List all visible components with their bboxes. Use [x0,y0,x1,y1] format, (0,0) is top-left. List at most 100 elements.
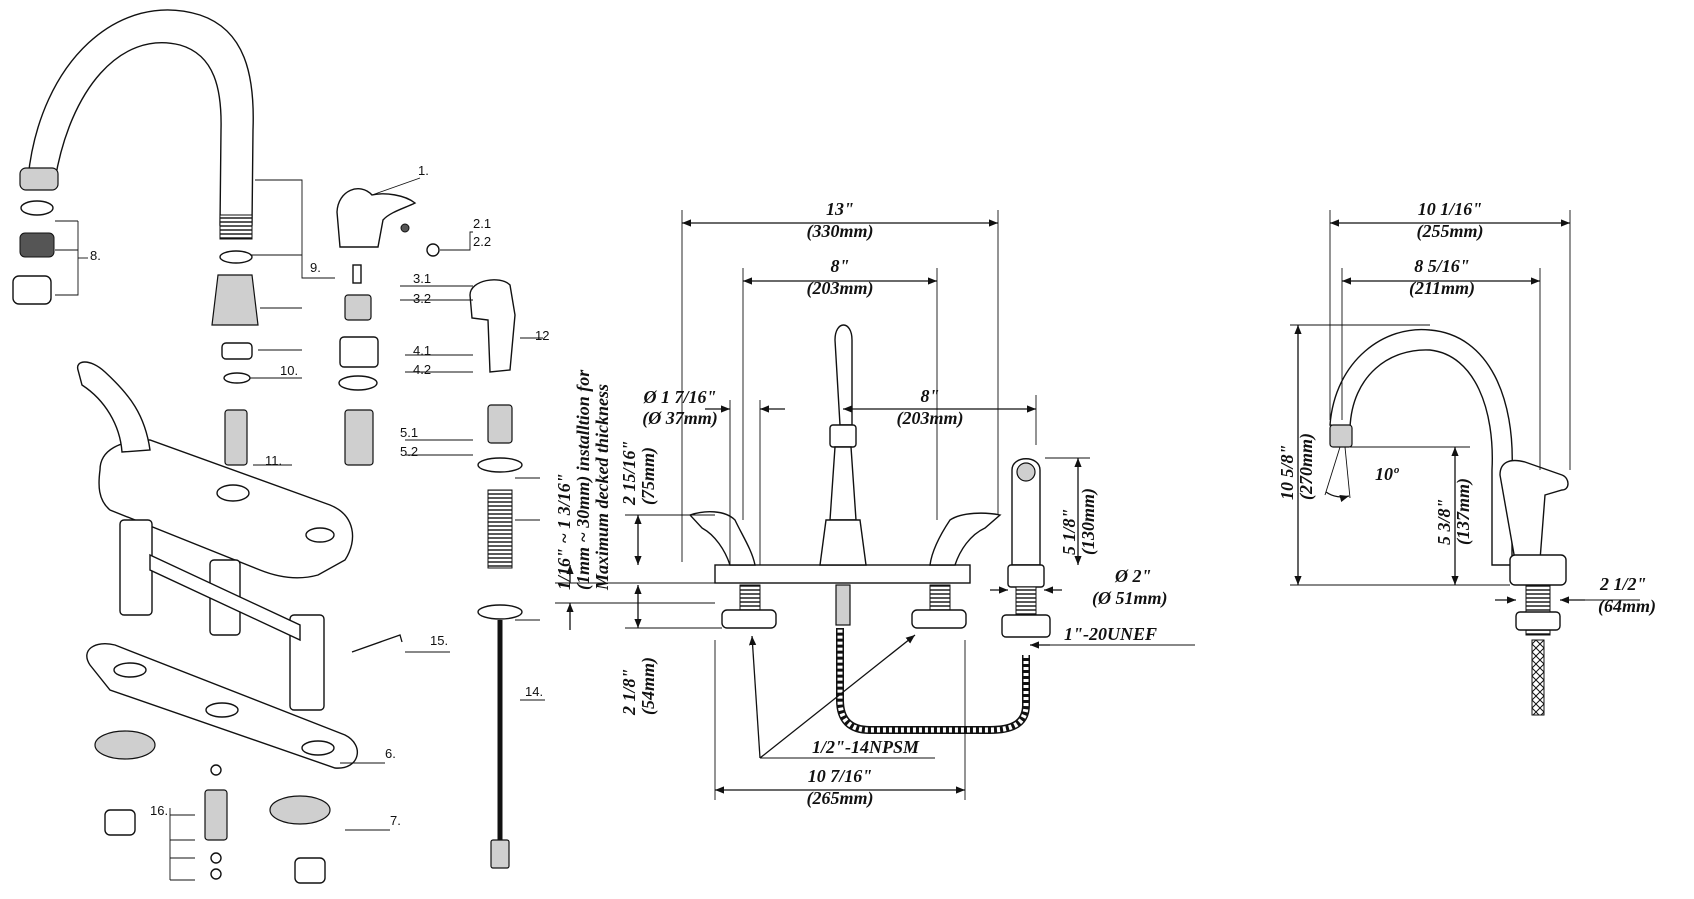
side-elevation-view: 10 1/16" (255mm) 8 5/16" (211mm) 10 5/8"… [1277,199,1656,716]
dim-shank-mm: (54mm) [638,657,659,715]
spout-o-ring [219,250,253,264]
front-dimension-lines [555,210,1195,800]
cartridge-part [344,409,374,466]
hose-washer [477,457,523,473]
deck-note-range-mm: (1mm ~ 30mm) installtion for [573,369,594,590]
callout-15: 15. [430,633,448,648]
hose-fitting [204,789,228,841]
front-handle-right [929,512,1002,566]
callout-4-2: 4.2 [413,362,431,377]
dim-overall-width-in: 13" [826,199,854,219]
front-sprayer-nut [1001,614,1051,638]
front-sprayer-base [1007,564,1045,588]
callout-6: 6. [385,746,396,761]
spout-collar [211,274,259,326]
diverter-part [224,409,248,466]
plate-hole-right [301,740,335,756]
side-dim-height-mm: (270mm) [1296,433,1317,500]
callout-2-1: 2.1 [473,216,491,231]
valve-body [119,519,325,711]
dim-spray-height-mm: (130mm) [1078,488,1099,555]
dim-handle-height-mm: (75mm) [638,447,659,505]
dim-hole-mm: (Ø 37mm) [642,408,718,429]
callout-leaders [55,177,545,881]
hose-top-fitting [487,404,513,444]
callout-7: 7. [390,813,401,828]
deck-note-max: Maximum decked thickness [592,384,612,591]
spout-part [27,9,254,226]
sprayer-head [469,279,516,373]
bonnet-nut [339,336,379,368]
exploded-view: 1. 2.1 2.2 3.1 3.2 4.1 4.2 5.1 5.2 6. 7.… [12,9,549,884]
spout-nut [221,342,253,360]
plate-hole-center [205,702,239,718]
coupling-nut-left [104,809,136,836]
side-hose [1531,639,1545,716]
side-spout-angle: 10º [1375,464,1399,484]
dim-hole-in: Ø 1 7/16" [643,387,717,407]
deck-note-range: 1/16" ~ 1 3/16" [554,473,574,590]
front-nut-left [721,609,777,629]
spout-washer [223,372,251,384]
hose-clip [477,604,523,620]
callout-5-2: 5.2 [400,444,418,459]
fitting-ring-3 [210,868,222,880]
side-dim-reach-mm: (211mm) [1409,278,1475,299]
dim-spray-offset-in: 8" [921,386,940,406]
dim-shank-in: 2 1/8" [619,669,639,717]
spout-thread [219,214,253,240]
side-spout-tip [1329,424,1353,448]
dim-base-width-mm: (265mm) [807,788,874,809]
side-sprayer [1499,459,1569,561]
front-sprayer [1011,458,1041,566]
thread-spec-spray: 1"-20UNEF [1064,624,1157,644]
side-dim-sprayer-mm: (64mm) [1598,596,1656,617]
dim-overall-width-mm: (330mm) [807,221,874,242]
front-spout-base [819,519,867,566]
dim-base-width-in: 10 7/16" [808,766,873,786]
front-spray-hose [836,628,1030,734]
callout-4-1: 4.1 [413,343,431,358]
fitting-ring-1 [210,764,222,776]
front-nut-right [911,609,967,629]
fitting-ring-2 [210,852,222,864]
base-handle [76,361,151,453]
bonnet-o-ring [338,375,378,391]
callout-11: 11. [265,453,282,468]
side-dimension-lines [1290,210,1640,604]
spout-aerator-end [19,167,59,191]
callout-5-1: 5.1 [400,425,418,440]
callout-14: 14. [525,684,543,699]
side-dim-spout-height-mm: (137mm) [1453,478,1474,545]
dim-spread-in: 8" [831,256,850,276]
callout-2-2: 2.2 [473,234,491,249]
base-hole-right [305,527,335,543]
front-sprayer-nozzle [1016,462,1036,482]
side-nut [1515,611,1561,631]
adapter-part [344,294,372,321]
callout-16: 16. [150,803,168,818]
front-deck [714,564,971,584]
base-hole-center [216,484,250,502]
mount-nut-right [269,795,331,825]
handle-screw [352,264,362,284]
aerator-housing [12,275,52,305]
side-dim-overall-in: 10 1/16" [1418,199,1483,219]
dim-spray-base-in: Ø 2" [1114,566,1152,586]
plate-hole-left [113,662,147,678]
callout-3-2: 3.2 [413,291,431,306]
dim-spray-base-mm: (Ø 51mm) [1092,588,1168,609]
hose-end-fitting [490,839,510,869]
side-dim-overall-mm: (255mm) [1417,221,1484,242]
front-center-shank [835,584,851,626]
callout-10: 10. [280,363,298,378]
callout-8: 8. [90,248,101,263]
dim-spray-offset-mm: (203mm) [897,408,964,429]
dim-spread-mm: (203mm) [807,278,874,299]
front-spout [834,324,853,426]
index-button-1 [400,223,410,233]
front-spout-collar [829,424,857,448]
side-dim-height-in: 10 5/8" [1277,445,1297,501]
